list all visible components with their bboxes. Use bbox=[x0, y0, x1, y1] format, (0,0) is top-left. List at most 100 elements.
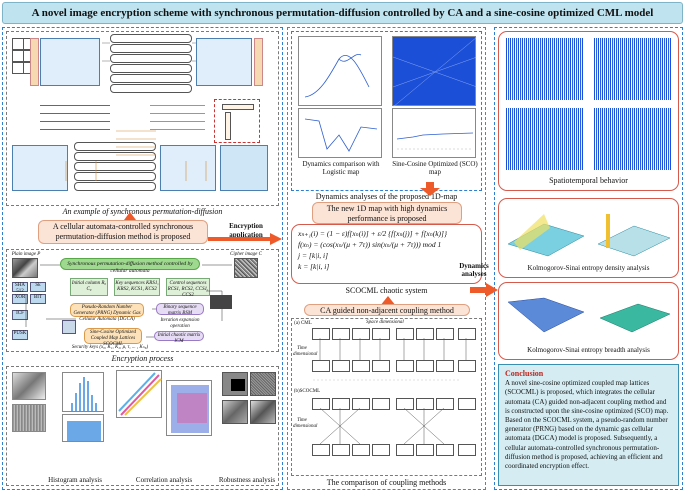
time-dim-2: Time dimensional bbox=[293, 418, 318, 429]
matrix-p bbox=[40, 38, 100, 86]
formula-line-4: k = [k|i, i] bbox=[298, 262, 330, 271]
sequence-lists-right bbox=[150, 100, 205, 130]
correlation-caption: Correlation analysis bbox=[135, 476, 193, 484]
middle-panel bbox=[287, 27, 486, 490]
iteration-label: Iteration expansion operation bbox=[160, 318, 200, 329]
initial-column-block: Initial column R₀ C₀ bbox=[70, 278, 108, 296]
correlation-plot-2 bbox=[166, 380, 212, 436]
ks-density-plot-2 bbox=[594, 204, 674, 258]
matrix-p1 bbox=[196, 38, 252, 86]
matrix-p1-side bbox=[254, 38, 263, 86]
robustness-image-4 bbox=[250, 400, 276, 424]
ks-breadth-plot-2 bbox=[594, 288, 674, 340]
formula-box: xₙ₊₁(i) = (1 − ε)f[xₙ(i)] + ε/2 {f[xₙ(j)… bbox=[291, 224, 482, 284]
fc-block bbox=[62, 320, 76, 334]
plain-image bbox=[12, 258, 38, 278]
right-arrow-encryption bbox=[208, 233, 282, 245]
right-arrow-dynamics bbox=[470, 283, 498, 297]
sk-box: Sk bbox=[30, 282, 46, 292]
conclusion-box: Conclusion A novel sine-cosine optimized… bbox=[498, 364, 679, 486]
matrix-c bbox=[220, 145, 268, 191]
cml-row-1 bbox=[312, 328, 476, 340]
rule-boxes-bottom bbox=[74, 142, 156, 194]
security-keys: Security keys (x₀, K₁, K₂, μ, τ, ... , K… bbox=[71, 345, 149, 350]
coupling-caption: The comparison of coupling methods bbox=[326, 478, 447, 487]
column-c0 bbox=[214, 99, 260, 143]
right-panel bbox=[494, 27, 683, 490]
dynamics-box bbox=[291, 31, 482, 191]
sco-caption: Sine-Cosine Optimized (SCO) map bbox=[392, 160, 478, 176]
cml-label-b: (b)SCOCML bbox=[293, 389, 321, 394]
left-process-column: SHA 512 Sk XOR BIT ICF PUSK bbox=[12, 282, 48, 350]
xor-box: XOR bbox=[12, 294, 28, 304]
histogram-plot-2 bbox=[62, 414, 104, 442]
column-c0-col bbox=[225, 112, 231, 140]
spatiotemporal-plot-1 bbox=[506, 38, 584, 100]
up-arrow-ca bbox=[380, 296, 396, 306]
spatiotemporal-caption: Spatiotemporal behavior bbox=[549, 176, 628, 185]
cipher-image bbox=[234, 258, 258, 278]
sco-lyapunov bbox=[392, 108, 476, 158]
scocml-caption: SCOCML chaotic system bbox=[345, 286, 428, 295]
formula-line-3: j = [k|i, i] bbox=[298, 251, 329, 260]
histogram-plot-1 bbox=[62, 372, 104, 412]
spatiotemporal-plot-4 bbox=[594, 108, 672, 170]
correlation-plot-1 bbox=[116, 370, 162, 418]
formula-line-2: f(xₙ) = (cos(xₙ/(μ + 7τ)) sin(xₙ/(μ + 7τ… bbox=[298, 240, 442, 249]
coupling-lines bbox=[313, 338, 467, 445]
icf-box: ICF bbox=[12, 310, 28, 320]
sha512-box: SHA 512 bbox=[12, 282, 28, 294]
spatiotemporal-plot-3 bbox=[506, 108, 584, 170]
ks-breadth-plot-1 bbox=[504, 288, 588, 340]
encryption-process-caption: Encryption process bbox=[111, 354, 174, 363]
dynamics-caption: Dynamics analyses of the proposed 1D-map bbox=[315, 192, 458, 201]
time-dim-1: Time dimensional bbox=[293, 346, 318, 357]
robustness-image-1 bbox=[222, 372, 248, 396]
synchronous-block: Synchronous permutation-diffusion method… bbox=[60, 258, 200, 274]
control-sequences-block: Control sequences RCS1, RCS2, CCS1, CCS2 bbox=[166, 278, 210, 298]
formula-line-1: xₙ₊₁(i) = (1 − ε)f[xₙ(i)] + ε/2 {f[xₙ(j)… bbox=[298, 229, 447, 238]
robustness-image-2 bbox=[250, 372, 276, 396]
sco-bifurcation bbox=[392, 36, 478, 108]
process-arrows bbox=[25, 264, 232, 338]
ks-density-plot-1 bbox=[504, 204, 588, 258]
plain-image-label: Plain image P bbox=[11, 252, 41, 257]
robustness-caption: Robustness analysis bbox=[218, 476, 276, 484]
pusk-box: PUSK bbox=[12, 330, 28, 340]
histogram-image-2 bbox=[12, 404, 46, 432]
key-sequences-block: Key sequences KRS1, KRS2, KCS1, KCS2 bbox=[114, 278, 160, 296]
histogram-caption: Histogram analysis bbox=[48, 476, 102, 484]
example-caption: An example of synchronous permutation-di… bbox=[62, 207, 223, 216]
method-label: A cellular automata-controlled synchrono… bbox=[38, 220, 208, 244]
bit-box: BIT bbox=[30, 294, 46, 304]
robustness-image-3 bbox=[222, 400, 248, 424]
dynamics-analyses-label: Dynamics analyses bbox=[459, 262, 489, 278]
conclusion-title: Conclusion bbox=[505, 369, 544, 378]
cml-row-2 bbox=[312, 360, 476, 372]
sk-block bbox=[210, 295, 232, 309]
encryption-application-label: Encryption application bbox=[229, 222, 263, 239]
cml-label-a: (a) CML bbox=[294, 321, 312, 326]
scocml-row-1 bbox=[312, 398, 476, 410]
page-title: A novel image encryption scheme with syn… bbox=[2, 2, 683, 24]
column-c0-row bbox=[222, 104, 254, 110]
ca-label: CA guided non-adjacent coupling method bbox=[304, 304, 470, 316]
spatiotemporal-plot-2 bbox=[594, 38, 672, 100]
ks-breadth-caption: Kolmogorov-Sinai entropy breadth analysi… bbox=[527, 346, 650, 354]
matrix-p-side bbox=[30, 38, 39, 86]
initial-chaotic-block: Initial chaotic matrix ICM bbox=[154, 331, 204, 344]
down-arrow-1 bbox=[420, 182, 440, 196]
sequence-lists bbox=[40, 100, 110, 130]
ks-density-caption: Kolmogorov-Sinai entropy density analysi… bbox=[527, 264, 650, 272]
connector-lines bbox=[65, 42, 207, 181]
logistic-caption: Dynamics comparison with Logistic map bbox=[302, 160, 380, 176]
sine-cosine-block: Sine-Cosine Optimized Coupled Map Lattic… bbox=[84, 328, 142, 347]
prng-block: Pseudo-Random Number Generator (PRNG) Dy… bbox=[70, 303, 144, 322]
logistic-plot-1 bbox=[298, 36, 382, 106]
matrix-p2 bbox=[12, 145, 68, 191]
binary-seq-block: Binary sequence matrix BSM bbox=[156, 303, 204, 316]
up-arrows bbox=[124, 212, 136, 220]
logistic-plot-2 bbox=[298, 108, 382, 158]
space-dim-1: Space dimensional bbox=[366, 320, 404, 325]
new-map-label: The new 1D map with high dynamics perfor… bbox=[312, 202, 462, 224]
